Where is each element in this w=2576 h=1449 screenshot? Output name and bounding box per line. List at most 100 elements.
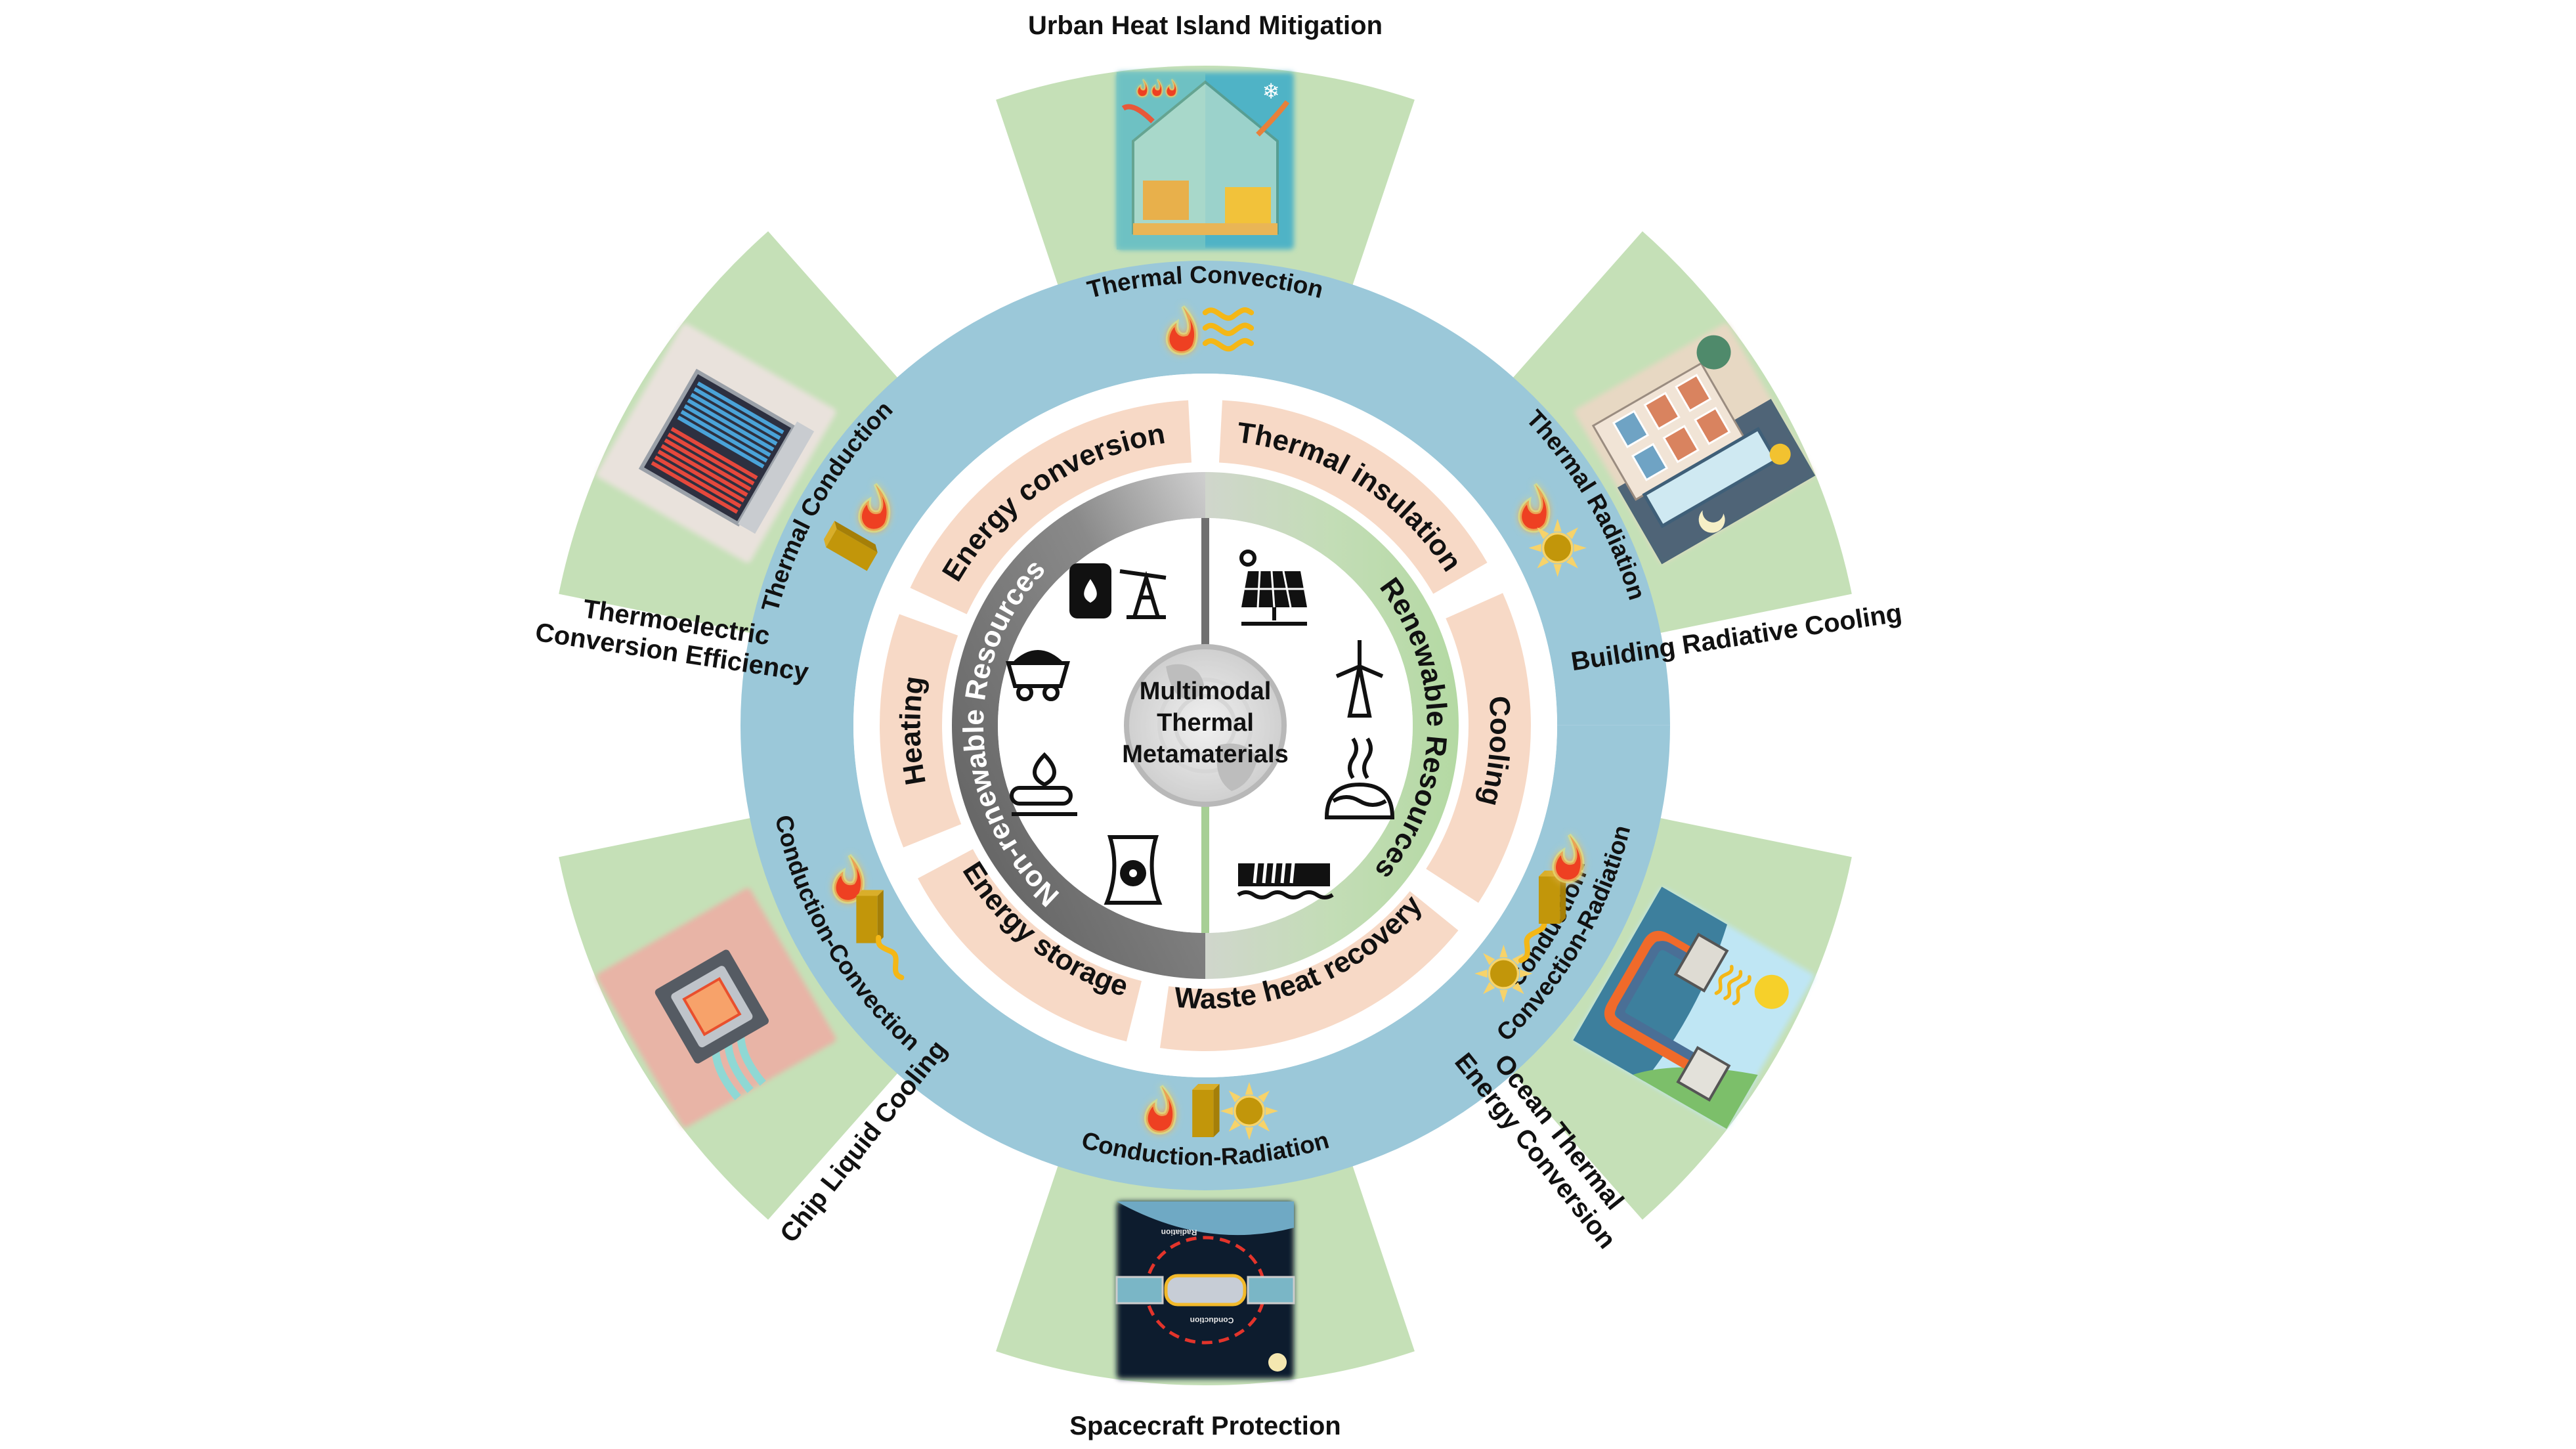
block-front [856,896,878,943]
sun-icon [1769,443,1791,465]
spillway [1280,850,1287,884]
conductor-block-icon [1538,871,1566,924]
globe-continent [1166,664,1204,700]
globe-swirl [1141,661,1270,790]
earth-limb [1117,1201,1294,1236]
block-side [877,890,884,943]
oil-drop [1084,579,1097,603]
ground-mound [1324,782,1395,819]
application-title: Spacecraft Protection [1069,1412,1341,1440]
tower [1347,666,1372,718]
sun-ray [1483,982,1495,995]
coal-pile [1012,650,1064,663]
function-segment [1159,891,1459,1051]
sun-ray [1499,944,1508,958]
window [1643,391,1681,431]
solar-array [1115,1276,1164,1305]
wave-line [1202,322,1255,336]
sun-ray [1258,1119,1270,1132]
wave-line [876,935,905,980]
flame-shape [1144,1085,1176,1135]
hot-fin [657,450,745,503]
heat-arrow [1256,100,1290,137]
oil-barrel-icon [1069,563,1111,618]
function-segment [1218,400,1488,594]
radiation-core [1129,869,1137,877]
sun-ray [1499,989,1508,1003]
block-top [1192,1084,1220,1090]
flame-icon [1552,833,1585,884]
gas-flame [1033,752,1056,787]
spillway [1253,850,1260,884]
window [1631,443,1669,481]
flame-shape [858,483,891,533]
sun-ray [1512,953,1524,965]
wheel [1016,684,1033,701]
convection-wave-icon [1714,964,1751,1006]
ocean [1573,886,1727,1081]
application-sector [1504,231,1852,636]
sun-ray [1258,1090,1270,1103]
flame-shape [1165,305,1198,355]
hot-fin [660,444,748,497]
snowflake-icon: ❄ [1262,79,1280,104]
heat-arrow [1121,104,1155,123]
sun-ray [1574,544,1587,552]
function-segment [918,849,1142,1042]
hot-fin [651,461,739,514]
sun-ray [1566,556,1578,569]
flame-icon [1518,483,1551,533]
globe-icon [1124,644,1287,807]
sun-icon [1528,519,1587,577]
panel-stand [1241,607,1307,626]
flame-shape [1518,483,1551,533]
renewable-ring-segment [1205,472,1459,979]
heat-sink [738,422,815,534]
flame-shape [1552,833,1585,884]
moon-icon [1698,510,1725,533]
coast [1633,1067,1758,1129]
block-side [1560,871,1566,924]
cold-pipe [1616,941,1700,1063]
convection-wave-icon [1202,307,1255,352]
moon-icon [1268,1353,1287,1372]
solar-array [1247,1276,1295,1305]
block-front [1538,876,1560,924]
spillway [1271,850,1278,884]
module-frame [638,368,797,527]
application-sector: ❄ [996,66,1415,297]
wheel [1042,684,1060,701]
hot-fin [664,438,752,491]
sun-ray [1553,519,1562,532]
hydropower-dam-icon [1237,850,1334,899]
nuclear-plant-icon [1104,835,1163,905]
cold-fin [687,399,775,452]
window [1612,410,1650,448]
wind-turbine-icon [1335,640,1384,718]
blades [1335,640,1384,678]
conductor-block-icon [856,890,884,943]
flame-icon [1136,79,1149,98]
wave-line [1714,964,1734,995]
solar-panel-icon [1239,550,1307,626]
sun-ray [1553,564,1562,577]
thermoelectric-module-illustration [597,323,836,563]
flame-icon [832,854,865,904]
globe-swirl [1174,694,1237,757]
sun-ray [1245,1127,1254,1140]
window [1675,374,1712,412]
globe-swirl [1157,678,1253,773]
divider-bottom [1201,795,1209,933]
greenhouse-illustration: ❄ [1117,72,1294,249]
spacecraft-body [1164,1274,1247,1307]
geothermal-icon [1324,737,1395,819]
window [1662,424,1700,464]
block-side [834,521,878,553]
sun-ray [1512,982,1524,995]
armchair [1225,187,1271,223]
conductor-block-icon [823,521,878,571]
function-ring [880,400,1531,1051]
globe-continent [1216,743,1258,791]
